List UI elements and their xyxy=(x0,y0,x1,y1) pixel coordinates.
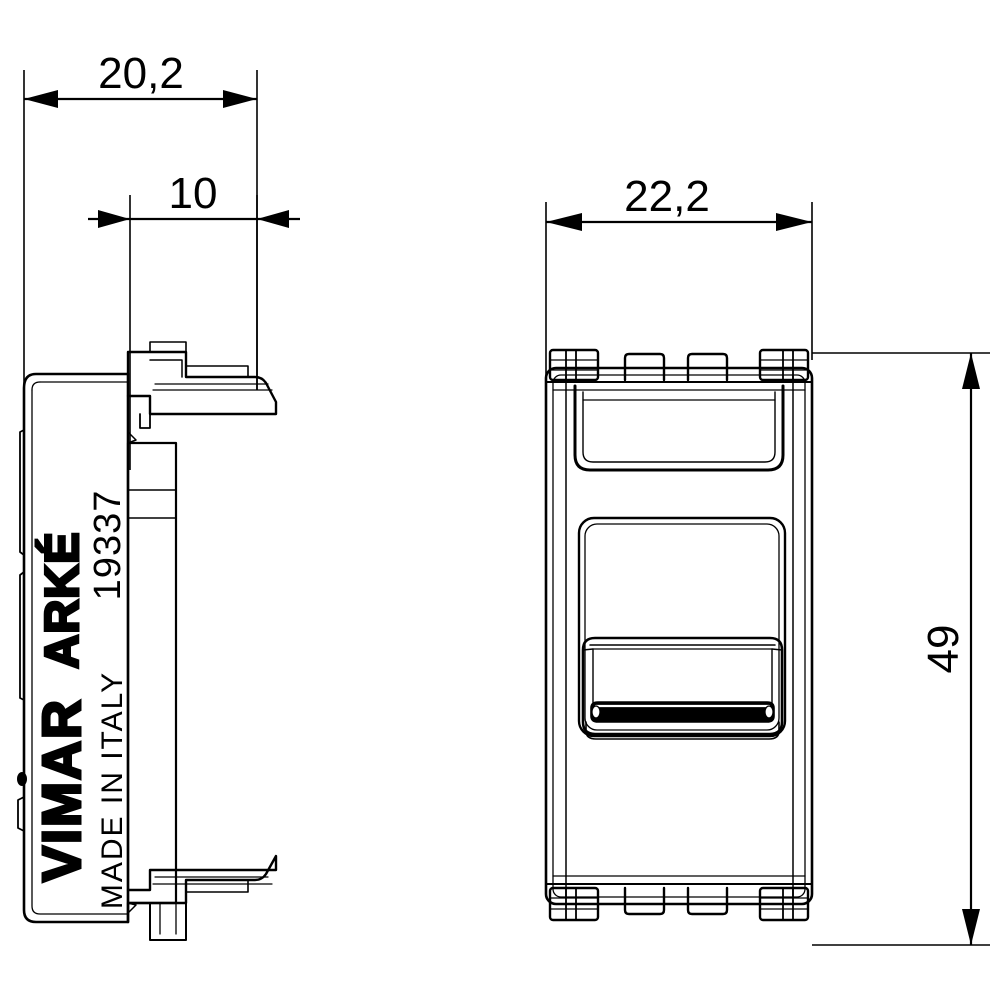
arrowhead-right xyxy=(223,90,257,108)
side-top-wing-tab xyxy=(139,413,151,429)
side-shoulder-top xyxy=(127,431,137,444)
front-bottom-tab-right xyxy=(758,886,810,922)
dimension-label-width-total: 22,2 xyxy=(624,172,710,221)
side-bottom-wing-ridge xyxy=(185,879,249,893)
front-center-recess xyxy=(577,516,787,738)
front-jack-bottom-lip xyxy=(585,721,780,740)
marking-brand-series: ARKÉ xyxy=(35,531,88,668)
side-bottom-wing xyxy=(126,854,278,924)
dimension-depth-body: 10 xyxy=(88,169,300,470)
front-upper-pocket xyxy=(573,384,785,472)
arrowhead-left xyxy=(546,213,582,231)
front-view xyxy=(544,348,814,922)
front-top-tabs xyxy=(548,348,810,382)
side-view xyxy=(17,341,278,941)
arrowhead-top xyxy=(962,353,980,389)
front-outer-plate-inner xyxy=(552,374,806,898)
front-top-tab-mid-left xyxy=(623,352,666,382)
front-bottom-tabs xyxy=(548,886,810,922)
front-center-recess-inner xyxy=(584,523,780,731)
front-bottom-tab-mid-right xyxy=(686,886,729,916)
front-bottom-tab-mid-left xyxy=(623,886,666,916)
arrowhead-left xyxy=(98,210,130,228)
dimension-width-total: 22,2 xyxy=(545,172,813,390)
side-body-corner-tl xyxy=(31,381,41,391)
dimension-label-height-total: 49 xyxy=(919,625,968,674)
dimension-depth-total: 20,2 xyxy=(23,49,258,390)
side-notch-upper xyxy=(19,429,25,556)
front-jack-latch-end-left xyxy=(591,705,601,719)
dimension-height-total: 49 xyxy=(812,352,990,946)
front-jack-left-chamfer xyxy=(582,648,594,715)
front-jack-opening xyxy=(581,636,784,736)
front-bottom-tab-left xyxy=(548,886,600,922)
side-shoulder-bottom xyxy=(127,902,137,914)
marking-product-code: 19337 xyxy=(87,490,129,601)
side-notch-bottom xyxy=(17,796,25,832)
marking-origin: MADE IN ITALY xyxy=(96,671,129,909)
arrowhead-right xyxy=(776,213,812,231)
side-body-inner-edge xyxy=(31,389,129,915)
side-notch-lower xyxy=(19,571,25,701)
side-pin-dot xyxy=(17,772,27,786)
dimension-label-depth-total: 20,2 xyxy=(98,49,184,98)
side-top-clip-upper xyxy=(149,341,187,353)
front-jack-right-chamfer xyxy=(771,648,783,715)
arrowhead-right xyxy=(257,210,289,228)
front-top-tab-right xyxy=(758,348,810,382)
arrowhead-left xyxy=(24,90,58,108)
marking-brand: VIMAR xyxy=(32,698,92,882)
arrowhead-bottom xyxy=(962,909,980,945)
front-jack-latch-end-right xyxy=(764,705,774,719)
side-top-wing xyxy=(126,350,278,416)
front-outer-plate xyxy=(544,366,814,906)
side-top-wing-notch xyxy=(149,359,183,378)
side-view-markings: ARKÉ 19337 VIMAR MADE IN ITALY xyxy=(31,490,130,909)
side-top-wing-ridge xyxy=(185,365,249,378)
dimension-label-depth-body: 10 xyxy=(169,169,218,218)
front-upper-pocket-inner xyxy=(582,391,776,463)
side-bottom-clip xyxy=(149,902,187,941)
front-top-tab-left xyxy=(548,348,600,382)
front-top-tab-mid-right xyxy=(686,352,729,382)
